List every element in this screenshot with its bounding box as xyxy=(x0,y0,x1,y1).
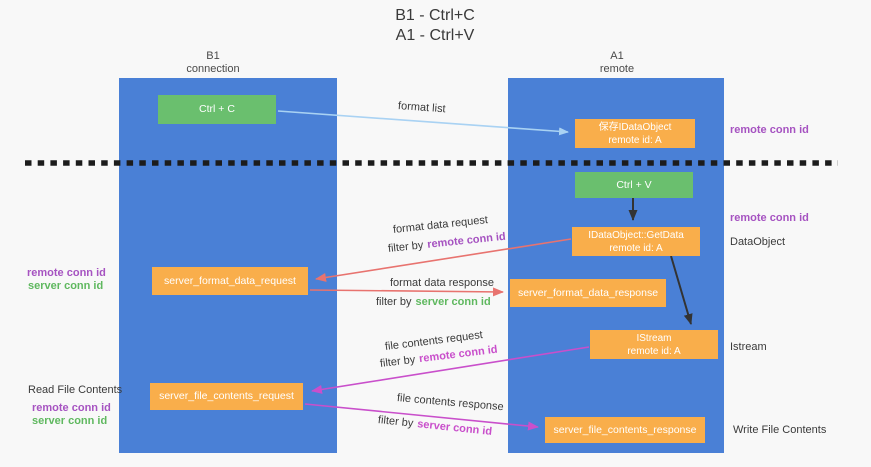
label-file-contents-response: file contents response xyxy=(396,392,505,414)
title-line-2: A1 - Ctrl+V xyxy=(395,27,475,44)
ctrl-v-label: Ctrl + V xyxy=(616,178,652,191)
server-format-data-response-box: server_format_data_response xyxy=(510,279,666,307)
lane-a1-name: A1 xyxy=(610,50,624,62)
save-dataobject-line1: 保存IDataObject xyxy=(598,121,672,133)
left-read-server-conn-id: server conn id xyxy=(32,415,108,427)
server-file-contents-request-box: server_file_contents_request xyxy=(150,383,303,410)
arrow-format-data-response xyxy=(309,287,504,297)
istream-box: IStream remote id: A xyxy=(590,330,718,359)
diagram-title: B1 - Ctrl+C A1 - Ctrl+V xyxy=(320,6,550,46)
label-format-data-request: format data request xyxy=(392,214,489,236)
server-format-data-request-box: server_format_data_request xyxy=(152,267,308,295)
ctrl-c-label: Ctrl + C xyxy=(199,103,235,115)
istream-line1: IStream xyxy=(636,332,672,344)
right-istream-label: Istream xyxy=(730,341,767,353)
server-conn-id-text: server conn id xyxy=(416,418,493,438)
left-server-conn-id: server conn id xyxy=(28,280,104,292)
label-format-list: format list xyxy=(397,100,446,116)
left-read-file-contents-label: Read File Contents xyxy=(28,384,123,396)
left-read-remote-conn-id: remote conn id xyxy=(32,402,111,414)
getdata-line2: remote id: A xyxy=(609,242,663,254)
title-line-1: B1 - Ctrl+C xyxy=(395,7,475,24)
lane-header-b1: B1 connection xyxy=(153,50,273,76)
filter-by-text: filter by xyxy=(377,414,414,430)
getdata-line1: IDataObject::GetData xyxy=(588,229,684,241)
label-format-data-response: format data response xyxy=(390,277,494,289)
filter-by-text: filter by xyxy=(376,296,412,308)
lane-header-a1: A1 remote xyxy=(557,50,677,76)
server-file-contents-request-label: server_file_contents_request xyxy=(159,390,294,402)
lane-b1-role: connection xyxy=(186,63,240,75)
save-dataobject-box: 保存IDataObject remote id: A xyxy=(575,119,695,148)
left-remote-conn-id: remote conn id xyxy=(27,267,106,279)
server-conn-id-text: server conn id xyxy=(415,296,491,308)
right-dataobject-label: DataObject xyxy=(730,236,786,248)
getdata-box: IDataObject::GetData remote id: A xyxy=(572,227,700,256)
server-format-data-request-label: server_format_data_request xyxy=(164,274,296,287)
ctrl-c-box: Ctrl + C xyxy=(158,95,276,124)
right-remote-conn-id-top: remote conn id xyxy=(730,124,809,136)
remote-conn-id-text: remote conn id xyxy=(426,230,507,251)
filter-by-text: filter by xyxy=(379,353,416,370)
ctrl-v-box: Ctrl + V xyxy=(575,172,693,198)
server-file-contents-response-label: server_file_contents_response xyxy=(553,423,697,436)
lane-a1-role: remote xyxy=(599,63,635,75)
filter-by-text: filter by xyxy=(387,239,424,255)
server-format-data-response-label: server_format_data_response xyxy=(517,286,659,299)
right-remote-conn-id-mid: remote conn id xyxy=(730,212,809,224)
server-file-contents-response-box: server_file_contents_response xyxy=(545,417,705,443)
save-dataobject-line2: remote id: A xyxy=(608,134,662,146)
right-write-file-contents-label: Write File Contents xyxy=(733,424,827,436)
lane-b1-name: B1 xyxy=(206,50,220,62)
istream-line2: remote id: A xyxy=(627,345,681,357)
